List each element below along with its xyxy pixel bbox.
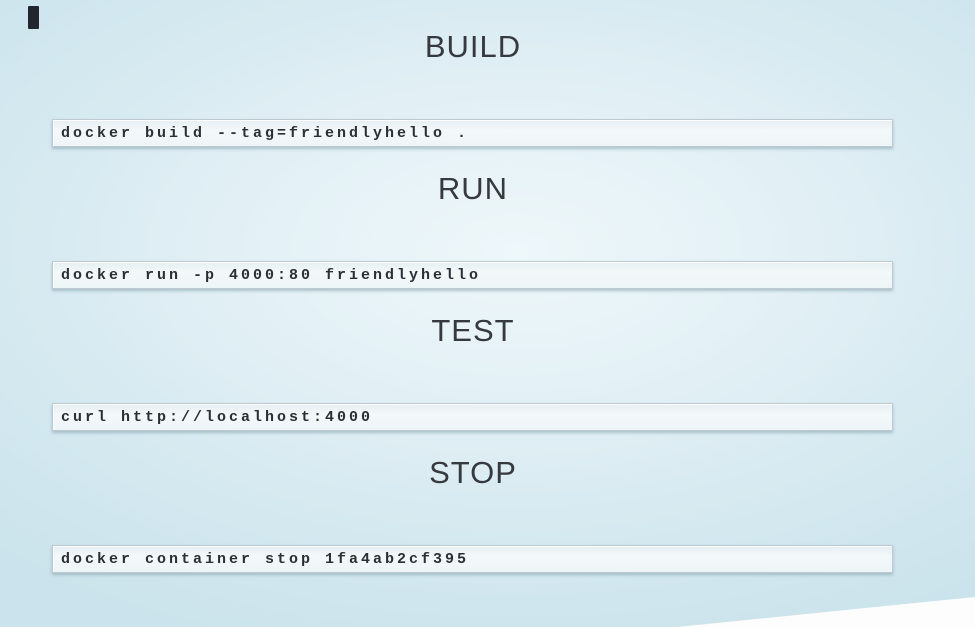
code-box-test: curl http://localhost:4000 [52, 403, 893, 431]
code-box-run: docker run -p 4000:80 friendlyhello [52, 261, 893, 289]
code-box-stop: docker container stop 1fa4ab2cf395 [52, 545, 893, 573]
code-box-build: docker build --tag=friendlyhello . [52, 119, 893, 147]
section-heading-run: RUN [437, 171, 509, 206]
page-corner-wedge [677, 597, 975, 627]
command-text-test: curl http://localhost:4000 [61, 408, 374, 426]
command-text-build: docker build --tag=friendlyhello . [61, 124, 470, 142]
command-text-run: docker run -p 4000:80 friendlyhello [61, 266, 482, 284]
stray-cursor-mark [28, 6, 39, 29]
section-heading-test: TEST [431, 313, 515, 348]
section-heading-stop: STOP [429, 455, 517, 490]
command-text-stop: docker container stop 1fa4ab2cf395 [61, 550, 470, 568]
section-heading-build: BUILD [424, 29, 522, 64]
